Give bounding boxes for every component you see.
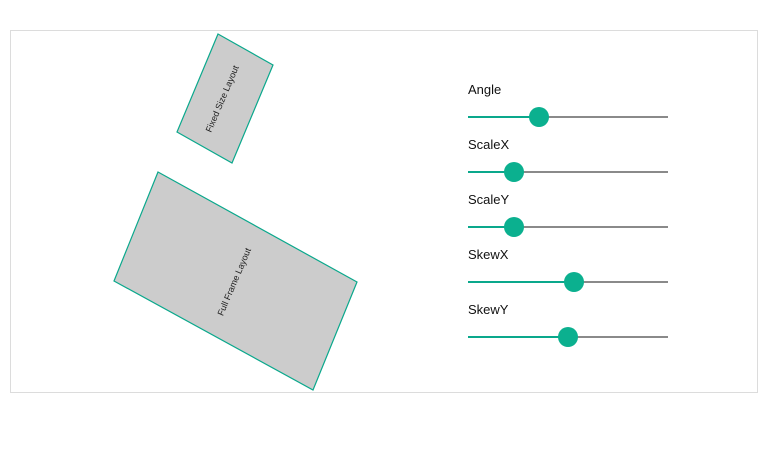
angle-slider-fill xyxy=(468,116,539,118)
scalex-slider-thumb[interactable] xyxy=(504,162,524,182)
skewy-slider-fill xyxy=(468,336,568,338)
scaley-slider-track[interactable] xyxy=(468,217,668,237)
skewx-label: SkewX xyxy=(468,247,509,262)
content-frame xyxy=(10,30,758,393)
skewx-slider-thumb[interactable] xyxy=(564,272,584,292)
scalex-slider-fill xyxy=(468,171,514,173)
skewy-slider-group: SkewY xyxy=(468,302,668,357)
skewy-label: SkewY xyxy=(468,302,509,317)
skewy-slider-track[interactable] xyxy=(468,327,668,347)
angle-slider-track[interactable] xyxy=(468,107,668,127)
angle-slider-group: Angle xyxy=(468,82,668,137)
skewx-slider-track[interactable] xyxy=(468,272,668,292)
skewy-slider-thumb[interactable] xyxy=(558,327,578,347)
scaley-slider-group: ScaleY xyxy=(468,192,668,247)
full-frame-layout: Full Frame Layout xyxy=(113,171,358,391)
fixed-size-layout-shape xyxy=(176,33,274,164)
full-frame-layout-shape xyxy=(113,171,358,391)
skewx-slider-group: SkewX xyxy=(468,247,668,302)
skewx-slider-fill xyxy=(468,281,574,283)
scaley-slider-fill xyxy=(468,226,514,228)
scalex-label: ScaleX xyxy=(468,137,510,152)
scalex-slider-track[interactable] xyxy=(468,162,668,182)
scalex-slider-group: ScaleX xyxy=(468,137,668,192)
scaley-slider-thumb[interactable] xyxy=(504,217,524,237)
angle-slider-thumb[interactable] xyxy=(529,107,549,127)
angle-label: Angle xyxy=(468,82,502,97)
scaley-label: ScaleY xyxy=(468,192,510,207)
fixed-size-layout: Fixed Size Layout xyxy=(176,33,274,164)
